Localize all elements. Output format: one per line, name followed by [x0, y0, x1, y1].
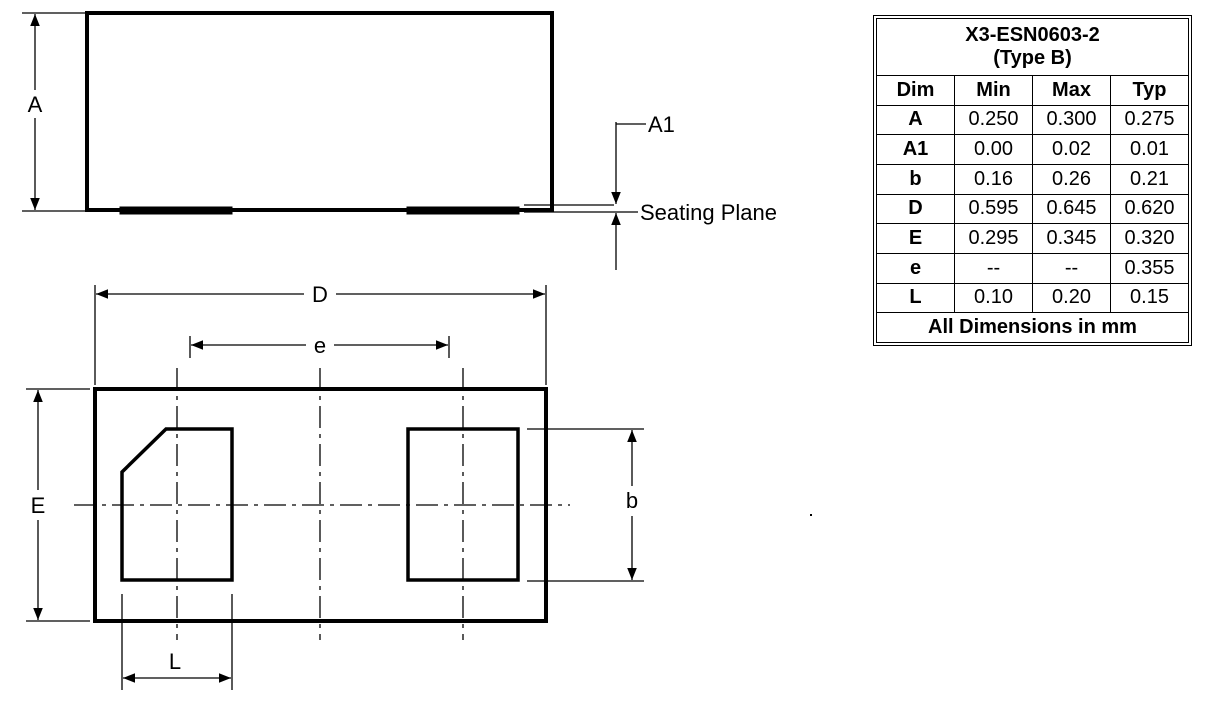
header-min: Min [954, 75, 1033, 106]
terminal-left-side [119, 206, 233, 215]
terminal-right-side [406, 206, 520, 215]
dimension-label-e-width: E [31, 493, 46, 518]
row-dim: A [876, 104, 955, 136]
row-min: 0.595 [954, 193, 1033, 225]
dimension-label-l: L [169, 649, 181, 674]
table-row: E 0.295 0.345 0.320 [876, 223, 1189, 254]
dimension-table: X3-ESN0603-2 (Type B) Dim Min Max Typ A … [873, 15, 1192, 346]
dimension-label-e-pitch: e [314, 333, 326, 358]
table-row: L 0.10 0.20 0.15 [876, 282, 1189, 314]
row-min: 0.250 [954, 104, 1033, 136]
table-title-line1: X3-ESN0603-2 [965, 24, 1100, 46]
row-min: 0.16 [954, 163, 1033, 195]
row-max: 0.345 [1032, 223, 1111, 254]
row-min: -- [954, 252, 1033, 284]
side-view: A A1 Seating Plane [22, 11, 777, 270]
row-dim: L [876, 282, 955, 314]
row-dim: b [876, 163, 955, 195]
table-footer: All Dimensions in mm [876, 312, 1189, 343]
row-max: 0.20 [1032, 282, 1111, 314]
table-title: X3-ESN0603-2 (Type B) [876, 18, 1189, 76]
table-row: e -- -- 0.355 [876, 252, 1189, 284]
row-dim: D [876, 193, 955, 225]
row-max: 0.02 [1032, 134, 1111, 165]
table-row: b 0.16 0.26 0.21 [876, 163, 1189, 195]
header-typ: Typ [1110, 75, 1189, 106]
row-typ: 0.275 [1110, 104, 1189, 136]
row-typ: 0.21 [1110, 163, 1189, 195]
pad-left-chamfered [120, 427, 234, 582]
header-max: Max [1032, 75, 1111, 106]
top-view: D e E b L [24, 280, 812, 690]
row-typ: 0.620 [1110, 193, 1189, 225]
table-row: D 0.595 0.645 0.620 [876, 193, 1189, 225]
dimension-label-a: A [28, 92, 43, 117]
package-body-side [85, 11, 554, 212]
table-row: A 0.250 0.300 0.275 [876, 104, 1189, 136]
seating-plane-label: Seating Plane [640, 200, 777, 225]
table-header-row: Dim Min Max Typ [876, 75, 1189, 106]
row-min: 0.295 [954, 223, 1033, 254]
row-max: 0.645 [1032, 193, 1111, 225]
row-min: 0.00 [954, 134, 1033, 165]
row-max: 0.300 [1032, 104, 1111, 136]
row-max: -- [1032, 252, 1111, 284]
row-dim: e [876, 252, 955, 284]
row-min: 0.10 [954, 282, 1033, 314]
dimension-label-b: b [626, 488, 638, 513]
table-row: A1 0.00 0.02 0.01 [876, 134, 1189, 165]
row-dim: A1 [876, 134, 955, 165]
row-dim: E [876, 223, 955, 254]
stray-dot [810, 514, 812, 516]
row-typ: 0.320 [1110, 223, 1189, 254]
header-dim: Dim [876, 75, 955, 106]
row-max: 0.26 [1032, 163, 1111, 195]
row-typ: 0.355 [1110, 252, 1189, 284]
row-typ: 0.01 [1110, 134, 1189, 165]
row-typ: 0.15 [1110, 282, 1189, 314]
dimension-label-d: D [312, 282, 328, 307]
table-title-line2: (Type B) [993, 47, 1072, 69]
dimension-label-a1: A1 [648, 112, 675, 137]
